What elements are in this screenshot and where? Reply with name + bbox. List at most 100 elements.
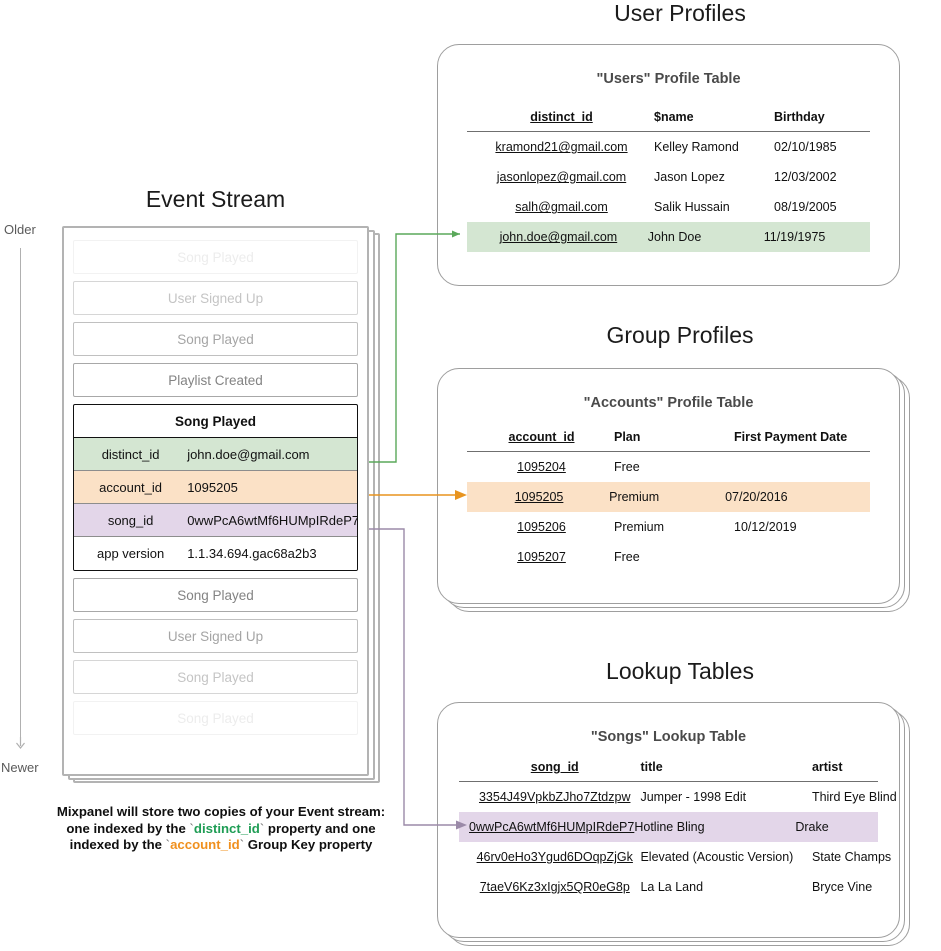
table-row[interactable]: 7taeV6Kz3xIgjx5QR0eG8p La La Land Bryce Vi… — [437, 872, 900, 902]
table-header-row: account_id Plan First Payment Date — [437, 420, 900, 446]
table-row[interactable]: 3354J49VpkbZJho7Ztdzpw Jumper - 1998 Edit… — [437, 782, 900, 812]
table-header-rule — [467, 451, 870, 453]
caption-token-account-id: account_id — [170, 837, 240, 852]
table-header-rule — [467, 131, 870, 133]
table-cell: 1095205 — [514, 490, 564, 505]
users-profile-table: distinct_id $name Birthday kramond21@gmail.… — [437, 100, 900, 253]
table-cell: State Champs — [811, 850, 892, 865]
column-header: account_id — [508, 430, 575, 444]
event-property-value: 0wwPcA6wtMf6HUMpIRdeP7 — [187, 512, 358, 528]
backtick-open-1: ` — [189, 820, 194, 836]
table-row[interactable]: kramond21@gmail.com Kelley Ramond 02/10/19… — [437, 132, 900, 162]
table-row[interactable]: 1095204 Free — [437, 452, 900, 482]
column-header: Birthday — [774, 110, 825, 124]
table-cell: Free — [614, 550, 640, 565]
event-row-label: User Signed Up — [167, 628, 264, 644]
timeline-axis-line — [20, 248, 21, 740]
event-stream-title: Event Stream — [145, 186, 286, 212]
table-header-row: distinct_id $name Birthday — [437, 100, 900, 126]
backtick-close-2: ` — [239, 837, 245, 852]
event-property-value: 1.1.34.694.gac68a2b3 — [187, 546, 317, 561]
column-header: distinct_id — [530, 110, 593, 124]
table-cell: 7taeV6Kz3xIgjx5QR0eG8p — [479, 880, 630, 895]
event-row[interactable]: User Signed Up — [73, 281, 358, 315]
table-cell: 02/10/1985 — [774, 140, 837, 155]
table-cell: Jason Lopez — [654, 170, 725, 185]
caption-line-3-post: Group Key property — [244, 837, 373, 852]
table-cell: 11/19/1975 — [763, 230, 826, 245]
table-cell: Drake — [795, 820, 829, 835]
event-row-label: Song Played — [177, 710, 254, 726]
table-cell: 1095207 — [517, 550, 566, 565]
table-row[interactable]: 1095207 Free — [437, 542, 900, 572]
caption-line-1: Mixpanel will store two copies of your E… — [56, 804, 386, 819]
column-header: First Payment Date — [734, 430, 848, 444]
table-cell: salh@gmail.com — [515, 200, 608, 215]
table-cell: Free — [614, 460, 640, 475]
caption-token-distinct-id: distinct_id — [193, 820, 260, 836]
column-header: $name — [654, 110, 694, 124]
table-cell: 0wwPcA6wtMf6HUMpIRdeP7 — [469, 820, 635, 835]
table-cell: 46rv0eHo3Ygud6DOqpZjGk — [476, 850, 633, 865]
table-cell: kramond21@gmail.com — [495, 140, 628, 155]
timeline-label-older: Older — [4, 222, 36, 237]
backtick-open-2: ` — [165, 837, 171, 852]
selected-event-name: Song Played — [74, 405, 357, 438]
event-row[interactable]: Song Played — [73, 578, 358, 612]
caption-line-2-pre: one indexed by the — [66, 820, 190, 836]
songs-lookup-table: song_id title artist 3354J49VpkbZJho7Ztdzpw… — [437, 750, 900, 902]
event-row-label: Song Played — [177, 249, 254, 265]
table-row[interactable]: 46rv0eHo3Ygud6DOqpZjGk Elevated (Acoustic… — [437, 842, 900, 872]
column-header: artist — [811, 760, 843, 774]
group-profiles-section-title: Group Profiles — [606, 322, 754, 348]
event-property-key: account_id — [99, 479, 163, 495]
lookup-tables-section-title: Lookup Tables — [606, 658, 754, 684]
table-cell: La La Land — [640, 880, 704, 895]
table-cell: 1095204 — [517, 460, 566, 475]
users-table-title: "Users" Profile Table — [596, 71, 741, 87]
column-header: title — [640, 760, 663, 774]
songs-table-title: "Songs" Lookup Table — [590, 729, 747, 745]
table-header-rule — [459, 781, 878, 783]
event-row-label: User Signed Up — [167, 290, 264, 306]
event-row[interactable]: Song Played — [73, 240, 358, 274]
event-row[interactable]: Song Played — [73, 701, 358, 735]
table-cell: Jumper - 1998 Edit — [640, 790, 747, 805]
table-cell: Premium — [614, 520, 665, 535]
table-cell: 08/19/2005 — [774, 200, 837, 215]
user-profiles-section-title: User Profiles — [614, 0, 746, 26]
event-property-key: song_id — [107, 512, 154, 528]
event-row[interactable]: Song Played — [73, 660, 358, 694]
table-cell: Kelley Ramond — [654, 140, 739, 155]
event-property-key: distinct_id — [101, 446, 160, 462]
table-cell: jasonlopez@gmail.com — [496, 170, 627, 185]
backtick-close-1: ` — [259, 820, 265, 836]
accounts-table-title: "Accounts" Profile Table — [583, 395, 754, 411]
table-cell: 3354J49VpkbZJho7Ztdzpw — [478, 790, 631, 805]
table-cell: 12/03/2002 — [774, 170, 837, 185]
table-cell: Bryce Vine — [811, 880, 873, 895]
table-row[interactable]: jasonlopez@gmail.com Jason Lopez 12/03/200… — [437, 162, 900, 192]
table-cell: Hotline Bling — [634, 820, 705, 835]
event-row[interactable]: Song Played — [73, 322, 358, 356]
table-cell: john.doe@gmail.com — [499, 230, 618, 245]
event-row[interactable]: Playlist Created — [73, 363, 358, 397]
table-cell: 1095206 — [517, 520, 566, 535]
column-header: song_id — [530, 760, 579, 774]
event-row[interactable]: User Signed Up — [73, 619, 358, 653]
table-cell: Elevated (Acoustic Version) — [640, 850, 794, 865]
column-header: Plan — [614, 430, 641, 444]
caption-line-2-post: property and one — [264, 820, 376, 836]
table-cell: 07/20/2016 — [725, 490, 788, 505]
